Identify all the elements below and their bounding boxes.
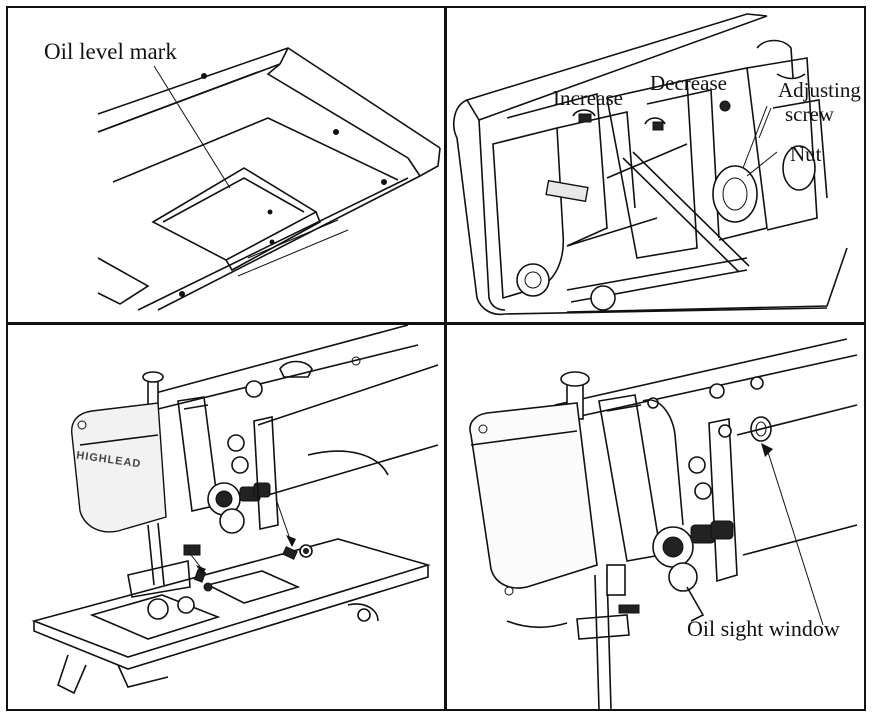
figure-frame — [6, 6, 866, 711]
label-oil-level-mark: Oil level mark — [44, 39, 177, 64]
machine-head-drawing — [31, 325, 439, 695]
oil-reservoir-drawing — [97, 47, 441, 311]
label-increase: Increase — [553, 86, 623, 110]
panel-oil-sight-window: Oil sight window — [447, 325, 864, 709]
panel-oil-reservoir: Oil level mark — [8, 8, 444, 322]
oil-adjustment-drawing — [453, 13, 848, 316]
label-oil-sight-window: Oil sight window — [687, 616, 840, 641]
label-decrease: Decrease — [650, 71, 727, 95]
label-adjusting: Adjusting — [778, 78, 861, 102]
label-nut: Nut — [790, 142, 822, 166]
vertical-divider — [444, 8, 447, 709]
oil-sight-drawing — [469, 338, 858, 709]
panel-machine-head-bed: HIGHLEAD — [8, 325, 444, 709]
horizontal-divider — [8, 322, 864, 325]
label-screw: screw — [785, 102, 834, 126]
panel-oil-adjustment: Increase Decrease Adjusting screw Nut — [447, 8, 864, 322]
